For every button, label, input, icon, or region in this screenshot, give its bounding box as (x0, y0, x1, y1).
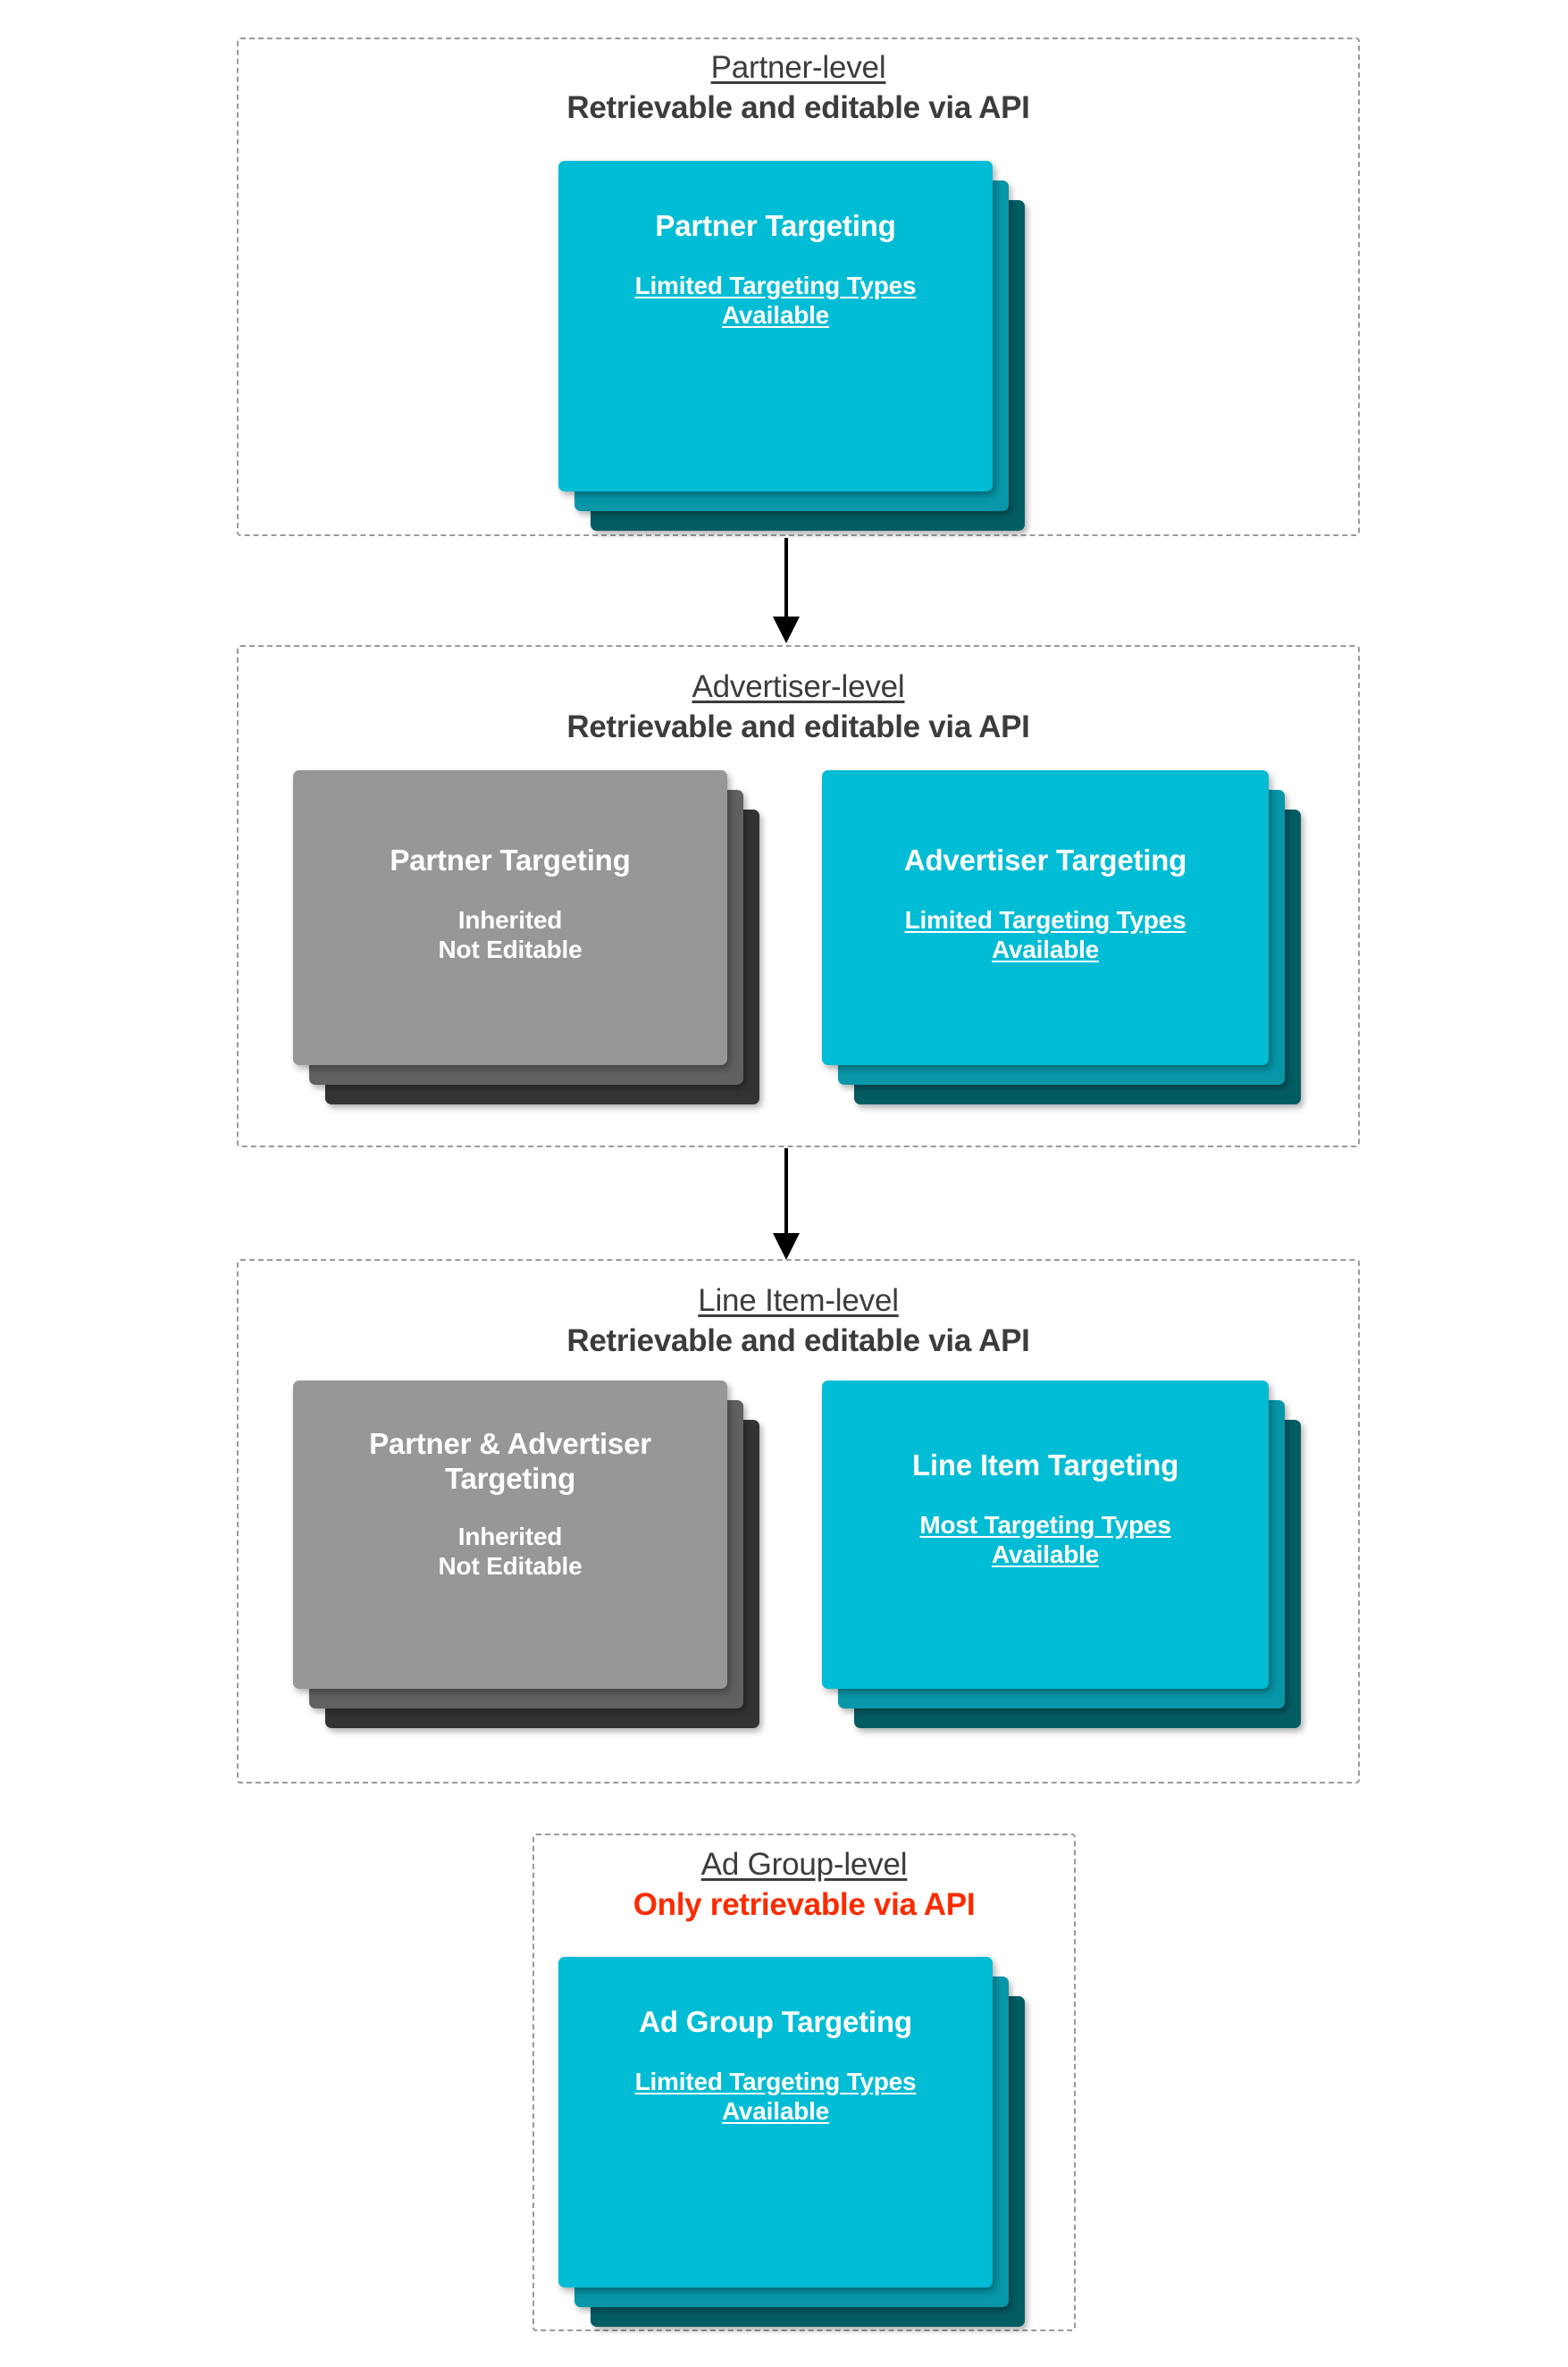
card-face[interactable]: Advertiser Targeting Limited Targeting T… (822, 770, 1269, 1065)
card-subtitle-line-1: Inherited (457, 905, 563, 934)
card-stack-inherited-partner-advertiser-targeting[interactable]: Partner & Advertiser Targeting Inherited… (293, 1381, 759, 1728)
level-container-ad-group (532, 1834, 1076, 2331)
card-face[interactable]: Partner Targeting Inherited Not Editable (293, 770, 727, 1065)
card-title: Ad Group Targeting (639, 2005, 912, 2038)
arrow-advertiser-to-line-item (764, 1148, 809, 1260)
arrow-shaft (784, 1148, 788, 1235)
card-title: Partner Targeting (390, 844, 631, 877)
arrow-partner-to-advertiser (764, 538, 809, 643)
card-subtitle-line-1: Limited Targeting Types (634, 2067, 917, 2095)
card-subtitle-line-1: Inherited (457, 1522, 563, 1550)
card-subtitle-line-2: Available (721, 300, 830, 329)
card-title: Partner & Advertiser Targeting (369, 1427, 651, 1495)
card-subtitle-line-1: Most Targeting Types (919, 1510, 1171, 1539)
card-subtitle-line-2: Available (991, 935, 1100, 963)
card-face[interactable]: Line Item Targeting Most Targeting Types… (822, 1381, 1269, 1689)
arrow-head (773, 1233, 800, 1260)
level-container-line-item (237, 1259, 1360, 1784)
card-subtitle-line-2: Available (991, 1540, 1100, 1568)
card-face[interactable]: Partner Targeting Limited Targeting Type… (558, 161, 993, 491)
level-container-advertiser (237, 645, 1360, 1147)
card-face[interactable]: Ad Group Targeting Limited Targeting Typ… (558, 1957, 993, 2287)
arrow-head (773, 617, 800, 643)
card-stack-line-item-targeting[interactable]: Line Item Targeting Most Targeting Types… (822, 1381, 1301, 1728)
level-container-partner (237, 38, 1360, 536)
card-subtitle-line-2: Available (721, 2096, 830, 2125)
arrow-shaft (784, 538, 788, 618)
card-stack-advertiser-targeting[interactable]: Advertiser Targeting Limited Targeting T… (822, 770, 1301, 1104)
card-title: Line Item Targeting (911, 1448, 1179, 1481)
card-stack-inherited-partner-targeting[interactable]: Partner Targeting Inherited Not Editable (293, 770, 759, 1104)
card-subtitle-line-2: Not Editable (438, 1551, 583, 1580)
card-subtitle-line-1: Limited Targeting Types (634, 271, 917, 299)
card-stack-partner-targeting[interactable]: Partner Targeting Limited Targeting Type… (558, 161, 1025, 531)
card-title: Partner Targeting (655, 209, 896, 242)
card-title: Advertiser Targeting (903, 844, 1187, 877)
card-subtitle-line-1: Limited Targeting Types (904, 905, 1186, 934)
card-subtitle-line-2: Not Editable (438, 935, 583, 963)
card-face[interactable]: Partner & Advertiser Targeting Inherited… (293, 1381, 727, 1689)
card-stack-ad-group-targeting[interactable]: Ad Group Targeting Limited Targeting Typ… (558, 1957, 1025, 2327)
